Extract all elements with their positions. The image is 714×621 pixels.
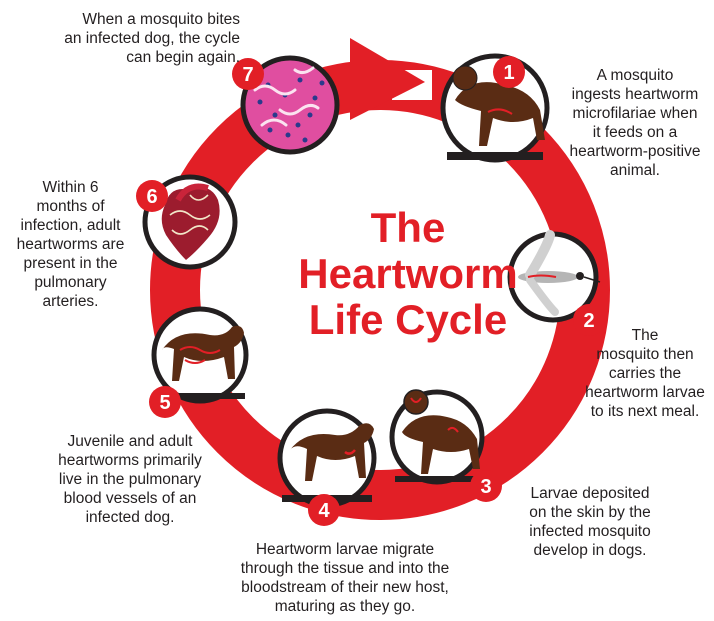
caption-line: heartworms primarily xyxy=(40,451,220,470)
caption-line: Juvenile and adult xyxy=(40,432,220,451)
caption-line: mosquito then xyxy=(580,345,710,364)
caption-line: through the tissue and into the xyxy=(225,559,465,578)
caption-line: maturing as they go. xyxy=(225,597,465,616)
caption-line: an infected dog, the cycle xyxy=(40,29,240,48)
caption-line: present in the xyxy=(8,254,133,273)
title-line: The xyxy=(283,205,533,251)
caption-line: Heartworm larvae migrate xyxy=(225,540,465,559)
step-badge-3: 3 xyxy=(470,470,502,502)
caption-line: infected dog. xyxy=(40,508,220,527)
caption-line: infected mosquito xyxy=(515,522,665,541)
badge-number: 1 xyxy=(503,62,514,84)
step-3-illustration xyxy=(392,390,482,482)
caption-line: months of xyxy=(8,197,133,216)
step-1-caption: A mosquito ingests heartworm microfilari… xyxy=(560,66,710,180)
step-3-caption: Larvae deposited on the skin by the infe… xyxy=(515,484,665,560)
step-4-illustration xyxy=(280,411,374,505)
caption-line: animal. xyxy=(560,161,710,180)
caption-line: blood vessels of an xyxy=(40,489,220,508)
step-badge-6: 6 xyxy=(136,180,168,212)
diagram-title: The Heartworm Life Cycle xyxy=(283,205,533,343)
caption-line: it feeds on a xyxy=(560,123,710,142)
step-5-caption: Juvenile and adult heartworms primarily … xyxy=(40,432,220,527)
caption-line: ingests heartworm xyxy=(560,85,710,104)
caption-line: heartworm-positive xyxy=(560,142,710,161)
caption-line: The xyxy=(580,326,710,345)
caption-line: heartworm larvae xyxy=(580,383,710,402)
caption-line: on the skin by the xyxy=(515,503,665,522)
badge-number: 7 xyxy=(242,64,253,86)
caption-line: A mosquito xyxy=(560,66,710,85)
badge-number: 3 xyxy=(480,476,491,498)
caption-line: carries the xyxy=(580,364,710,383)
caption-line: to its next meal. xyxy=(580,402,710,421)
step-badge-4: 4 xyxy=(308,494,340,526)
badge-number: 4 xyxy=(318,500,330,522)
caption-line: Within 6 xyxy=(8,178,133,197)
badge-number: 5 xyxy=(159,392,170,414)
caption-line: heartworms are xyxy=(8,235,133,254)
caption-line: pulmonary xyxy=(8,273,133,292)
title-line: Life Cycle xyxy=(283,297,533,343)
step-7-caption: When a mosquito bites an infected dog, t… xyxy=(40,10,240,67)
title-line: Heartworm xyxy=(283,251,533,297)
step-4-caption: Heartworm larvae migrate through the tis… xyxy=(225,540,465,616)
badge-number: 6 xyxy=(146,186,157,208)
caption-line: develop in dogs. xyxy=(515,541,665,560)
caption-line: live in the pulmonary xyxy=(40,470,220,489)
caption-line: Larvae deposited xyxy=(515,484,665,503)
caption-line: When a mosquito bites xyxy=(40,10,240,29)
caption-line: bloodstream of their new host, xyxy=(225,578,465,597)
step-badge-5: 5 xyxy=(149,386,181,418)
caption-line: infection, adult xyxy=(8,216,133,235)
caption-line: arteries. xyxy=(8,292,133,311)
step-badge-1: 1 xyxy=(493,56,525,88)
caption-line: can begin again. xyxy=(40,48,240,67)
caption-line: microfilariae when xyxy=(560,104,710,123)
step-2-caption: The mosquito then carries the heartworm … xyxy=(580,326,710,421)
step-6-caption: Within 6 months of infection, adult hear… xyxy=(8,178,133,311)
